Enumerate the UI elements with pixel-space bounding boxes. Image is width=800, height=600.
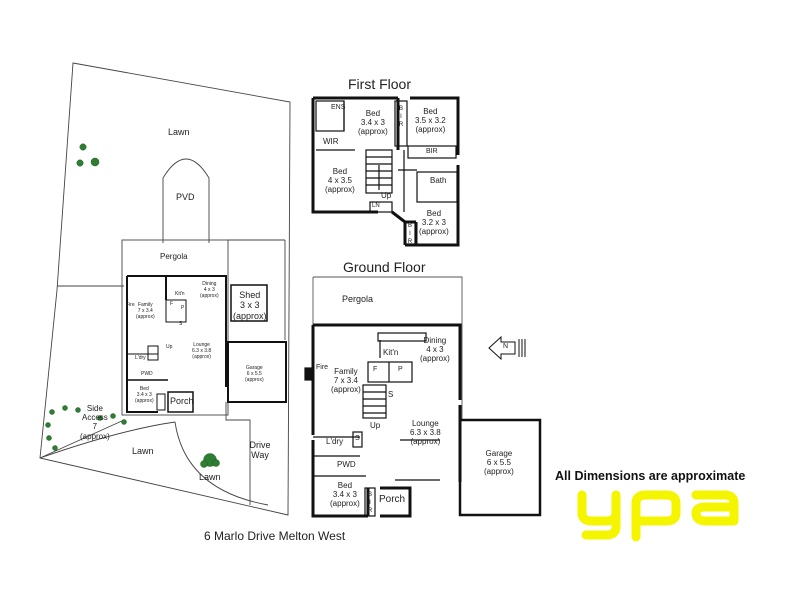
site-store: S bbox=[179, 321, 183, 327]
first-floor-title: First Floor bbox=[348, 76, 411, 92]
site-vegetation bbox=[45, 143, 220, 468]
gf-store-laundry: S bbox=[355, 435, 360, 442]
tree-icon bbox=[90, 157, 100, 167]
gf-porch: Porch bbox=[379, 494, 406, 505]
site-laundry: L'dry bbox=[135, 355, 146, 361]
pvd-driveway bbox=[162, 158, 210, 243]
site-up: Up bbox=[166, 344, 173, 350]
ff-bed-3: Bed 4 x 3.5 (approx) bbox=[325, 167, 355, 195]
gf-pantry: P bbox=[398, 366, 403, 373]
gf-bir-vertical: B I R bbox=[367, 492, 373, 514]
ground-garage bbox=[458, 418, 542, 517]
ground-floor-internal bbox=[304, 332, 440, 517]
shrub-icon bbox=[49, 409, 55, 415]
site-driveway: Drive Way bbox=[249, 440, 271, 461]
site-shed-label: Shed 3 x 3 (approx) bbox=[233, 290, 267, 321]
site-garage-label: Garage 6 x 5.5 (approx) bbox=[245, 365, 264, 383]
site-pantry: P bbox=[181, 305, 185, 311]
gf-lounge: Lounge 6.3 x 3.8 (approx) bbox=[410, 419, 441, 447]
first-floor-internal bbox=[315, 100, 458, 245]
site-kitchen: Kit'n bbox=[175, 291, 185, 297]
ff-bed-1: Bed 3.4 x 3 (approx) bbox=[358, 109, 388, 137]
ff-bir-vertical-a: B I R bbox=[398, 106, 404, 128]
ff-wir: WIR bbox=[323, 137, 339, 146]
north-arrow-icon bbox=[488, 335, 526, 361]
property-address: 6 Marlo Drive Melton West bbox=[204, 529, 346, 543]
site-shed bbox=[230, 284, 268, 322]
site-fridge: F bbox=[170, 301, 174, 307]
ground-floor-title: Ground Floor bbox=[343, 259, 426, 275]
site-lounge: Lounge 6.3 x 3.8 (approx) bbox=[192, 342, 212, 360]
site-porch: Porch bbox=[170, 396, 194, 406]
ff-linen: LN bbox=[372, 203, 380, 209]
gf-up: Up bbox=[370, 421, 381, 430]
site-pergola: Pergola bbox=[160, 252, 188, 261]
gf-store: S bbox=[388, 390, 394, 399]
site-plan bbox=[39, 62, 291, 516]
site-house bbox=[126, 275, 287, 413]
ff-bir-vertical-b: B I R bbox=[407, 223, 413, 245]
ypa-logo bbox=[577, 490, 739, 542]
site-pvd: PVD bbox=[176, 192, 195, 202]
ff-bath: Bath bbox=[430, 176, 447, 185]
ff-bir: BIR bbox=[426, 148, 438, 155]
gf-bed: Bed 3.4 x 3 (approx) bbox=[330, 481, 360, 509]
site-fire: Fire bbox=[126, 302, 135, 308]
ff-ens: ENS bbox=[331, 104, 346, 111]
site-side-access: Side Access 7 (approx) bbox=[80, 404, 110, 441]
gf-pergola: Pergola bbox=[342, 294, 374, 304]
gf-dining: Dining 4 x 3 (approx) bbox=[420, 336, 450, 364]
site-pwd: PWD bbox=[141, 371, 153, 377]
ff-up: Up bbox=[381, 191, 392, 200]
site-lawn-front: Lawn bbox=[199, 472, 221, 482]
gf-pwd: PWD bbox=[337, 460, 356, 469]
dimensions-note: All Dimensions are approximate bbox=[555, 469, 746, 483]
ff-bed-4: Bed 3.2 x 3 (approx) bbox=[419, 209, 449, 237]
site-bed: Bed 3.4 x 3 (approx) bbox=[135, 386, 154, 404]
site-lawn-south: Lawn bbox=[132, 446, 154, 456]
gf-fire: Fire bbox=[316, 364, 329, 371]
ff-bed-2: Bed 3.5 x 3.2 (approx) bbox=[415, 107, 446, 135]
site-house-outline bbox=[121, 239, 229, 416]
site-boundary bbox=[39, 62, 291, 516]
gf-fridge: F bbox=[373, 366, 378, 373]
site-dining: Dining 4 x 3 (approx) bbox=[200, 281, 219, 299]
gf-kitchen: Kit'n bbox=[383, 348, 399, 357]
tree-icon bbox=[79, 143, 87, 151]
site-lawn-north: Lawn bbox=[168, 127, 190, 137]
gf-family: Family 7 x 3.4 (approx) bbox=[331, 367, 361, 395]
ground-floor-site bbox=[312, 276, 541, 516]
gf-garage: Garage 6 x 5.5 (approx) bbox=[484, 449, 514, 477]
tree-icon bbox=[76, 159, 84, 167]
gf-laundry: L'dry bbox=[326, 437, 344, 446]
site-family: Family 7 x 3.4 (approx) bbox=[136, 302, 155, 320]
site-garage bbox=[227, 341, 287, 403]
compass-north-label: N bbox=[503, 343, 509, 350]
